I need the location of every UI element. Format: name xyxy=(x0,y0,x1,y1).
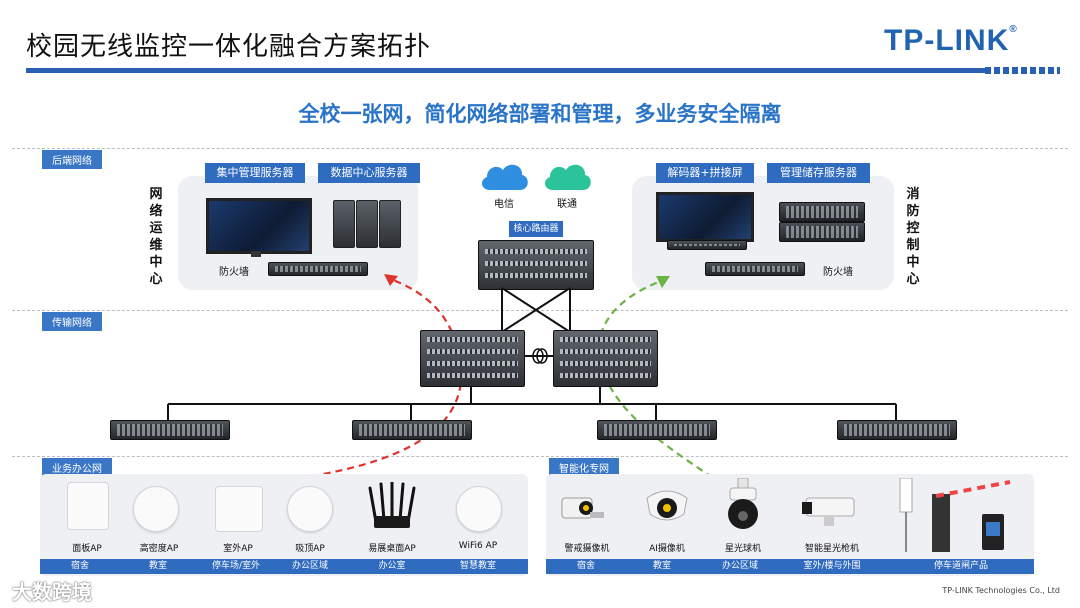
area-label: 办公区域 xyxy=(291,561,328,571)
storage-server-icon xyxy=(779,202,865,222)
starlight-dome-camera-icon xyxy=(728,478,758,529)
device-name: 面板AP xyxy=(72,544,102,554)
device-name: 星光球机 xyxy=(724,544,761,554)
videowall-icon xyxy=(656,192,754,242)
core-switch-left-icon xyxy=(420,330,525,387)
business-area-strip xyxy=(40,559,528,574)
area-label: 办公区域 xyxy=(721,561,758,571)
area-label: 停车道闸产品 xyxy=(933,561,988,571)
ai-camera-icon xyxy=(646,490,688,521)
logo-reg-mark: ® xyxy=(1009,24,1018,35)
device-name: 室外AP xyxy=(223,544,253,554)
monitor-stand xyxy=(251,251,261,257)
band-line-transport xyxy=(12,310,1068,312)
band-line-backend xyxy=(12,148,1068,150)
firewall-right-icon xyxy=(705,262,805,276)
title-underline xyxy=(26,68,1058,73)
band-label-business: 业务办公网 xyxy=(42,458,112,477)
area-label: 宿舍 xyxy=(70,561,89,571)
starlight-bullet-camera-icon xyxy=(802,497,855,526)
area-label: 停车场/室外 xyxy=(211,561,261,571)
server-tower-icon xyxy=(356,200,378,248)
server-tower-icon xyxy=(333,200,355,248)
cloud-telecom-icon xyxy=(481,164,528,190)
access-switch-icon xyxy=(597,420,717,440)
slogan: 全校一张网，简化网络部署和管理，多业务安全隔离 xyxy=(298,102,782,126)
label-decoder-videowall: 解码器+拼接屏 xyxy=(656,163,754,183)
area-label: 教室 xyxy=(148,561,167,571)
watermark-text: 大数跨境 xyxy=(12,580,92,604)
firewall-right-label: 防火墙 xyxy=(823,267,853,278)
logo-text: TP-LINK xyxy=(884,24,1010,57)
smart-area-strip xyxy=(546,559,1034,574)
isp-unicom-label: 联通 xyxy=(557,199,577,210)
outdoor-ap-icon xyxy=(215,486,263,532)
core-switch-right-icon xyxy=(553,330,658,387)
storage-server-icon xyxy=(779,222,865,242)
device-name: 高密度AP xyxy=(139,544,179,554)
parking-barrier-icon xyxy=(899,478,1011,552)
copyright-text: TP-LINK Technologies Co., Ltd xyxy=(942,586,1060,595)
monitor-icon xyxy=(206,198,312,254)
device-name: AI摄像机 xyxy=(649,544,685,554)
cloud-unicom-icon xyxy=(544,164,591,190)
band-label-backend: 后端网络 xyxy=(42,150,102,169)
band-line-access xyxy=(12,456,1068,458)
fire-control-title: 消防控制中心 xyxy=(906,187,920,287)
access-switch-icon xyxy=(110,420,230,440)
tp-link-logo: TP-LINK® xyxy=(884,24,1018,58)
title-underline-stripes xyxy=(985,67,1060,74)
device-name: WiFi6 AP xyxy=(458,541,498,551)
alert-camera-icon xyxy=(561,497,604,519)
area-label: 办公室 xyxy=(378,561,406,571)
isp-telecom-label: 电信 xyxy=(494,199,514,210)
desktop-ap-icon xyxy=(368,482,416,528)
band-label-transport: 传输网络 xyxy=(42,312,102,331)
label-mgmt-storage-server: 管理储存服务器 xyxy=(767,163,870,183)
firewall-left-icon xyxy=(268,262,368,276)
label-central-mgmt-server: 集中管理服务器 xyxy=(205,163,305,183)
area-label: 教室 xyxy=(652,561,671,571)
device-name: 警戒摄像机 xyxy=(564,544,610,554)
high-density-ap-icon xyxy=(133,486,179,532)
ceiling-ap-icon xyxy=(287,486,333,532)
device-name: 易展桌面AP xyxy=(368,544,416,554)
device-name: 吸顶AP xyxy=(295,544,325,554)
wifi6-ap-icon xyxy=(456,486,502,532)
area-label: 室外/楼与外围 xyxy=(803,561,861,571)
panel-ap-icon xyxy=(67,482,109,530)
area-label: 宿舍 xyxy=(576,561,595,571)
server-tower-icon xyxy=(379,200,401,248)
core-router-label: 核心路由器 xyxy=(509,221,563,237)
area-label: 智慧教室 xyxy=(459,561,496,571)
label-datacenter-server: 数据中心服务器 xyxy=(318,163,420,183)
access-switch-icon xyxy=(837,420,957,440)
core-router-icon xyxy=(478,240,594,290)
access-switch-icon xyxy=(352,420,472,440)
band-label-smart: 智能化专网 xyxy=(549,458,619,477)
device-name: 智能星光枪机 xyxy=(804,544,859,554)
network-ops-title: 网络运维中心 xyxy=(149,187,163,287)
page-title: 校园无线监控一体化融合方案拓扑 xyxy=(26,32,432,62)
firewall-left-label: 防火墙 xyxy=(219,267,249,278)
decoder-icon xyxy=(667,240,747,250)
